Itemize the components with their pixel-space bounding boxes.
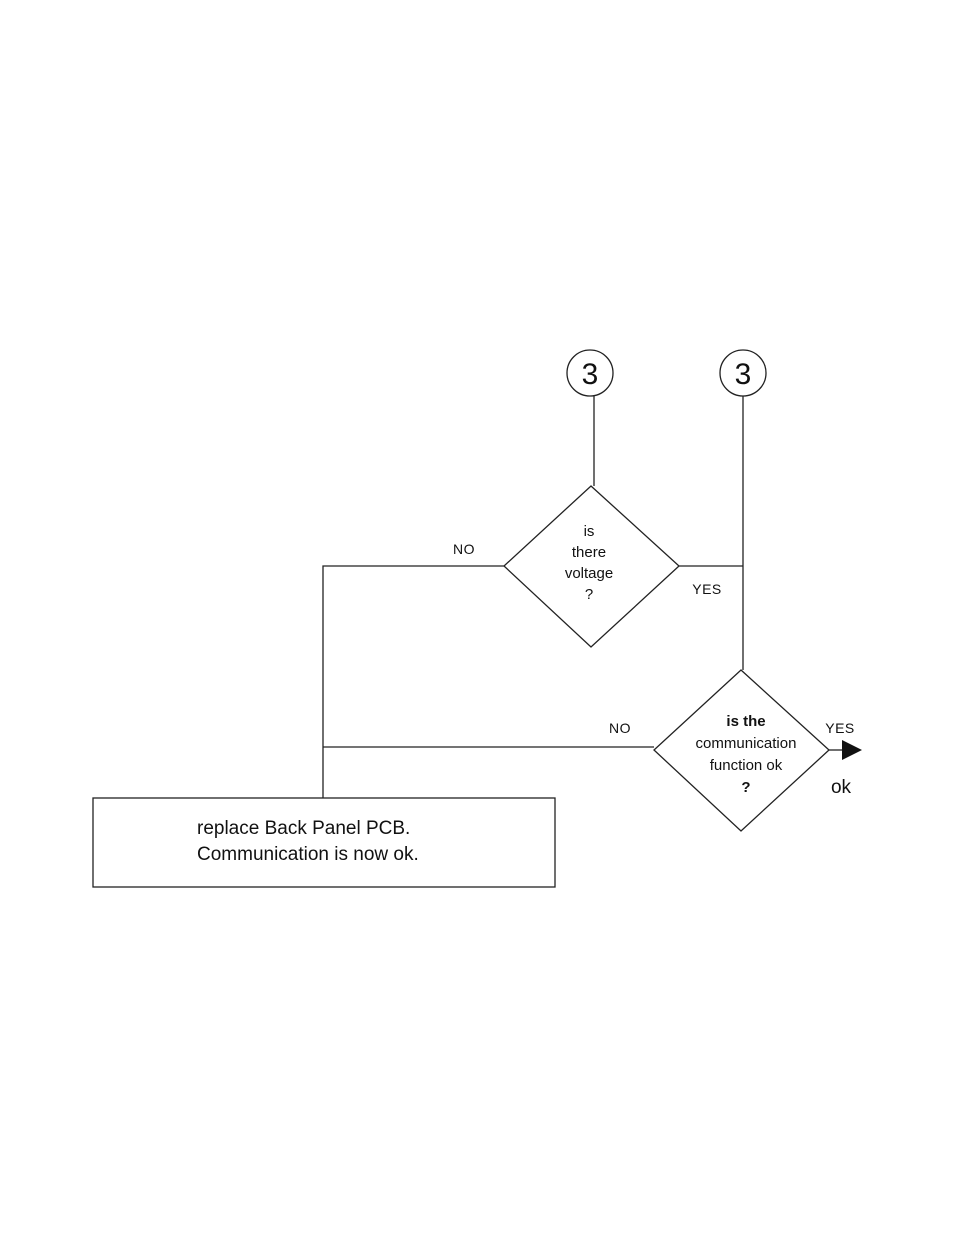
connector-left-circle [566,349,614,397]
decision-communication-yes-label: YES [825,720,855,736]
decision-communication-line-3: function ok [710,757,783,774]
decision-voltage-line-1: is [584,523,595,540]
connector-left: 3 [566,349,614,397]
decision-communication-no-label: NO [609,720,631,736]
decision-communication-line-2: communication [696,735,797,752]
decision-voltage-line-3: voltage [565,565,613,582]
decision-communication: is the communication function ok ? [653,669,830,832]
action-box-line-1: replace Back Panel PCB. [197,818,410,839]
decision-voltage-line-2: there [572,544,606,561]
action-box-rect [92,797,556,888]
terminal-ok-label: ok [831,777,852,798]
decision-voltage-diamond [503,485,680,648]
decision-voltage: is there voltage ? [503,485,680,648]
connector-right: 3 [719,349,767,397]
decision-communication-line-1: is the [726,713,765,730]
decision-communication-diamond [653,669,830,832]
decision-voltage-yes-label: YES [692,581,722,597]
decision-voltage-line-4: ? [585,586,593,603]
connector-left-label: 3 [582,358,599,391]
decision-communication-line-4: ? [741,779,750,796]
flow-line-voltage-no [322,565,504,798]
decision-voltage-no-label: NO [453,541,475,557]
arrow-head-icon [842,740,862,760]
action-box-line-2: Communication is now ok. [197,844,419,865]
action-box: replace Back Panel PCB. Communication is… [92,797,556,888]
connector-right-label: 3 [735,358,752,391]
